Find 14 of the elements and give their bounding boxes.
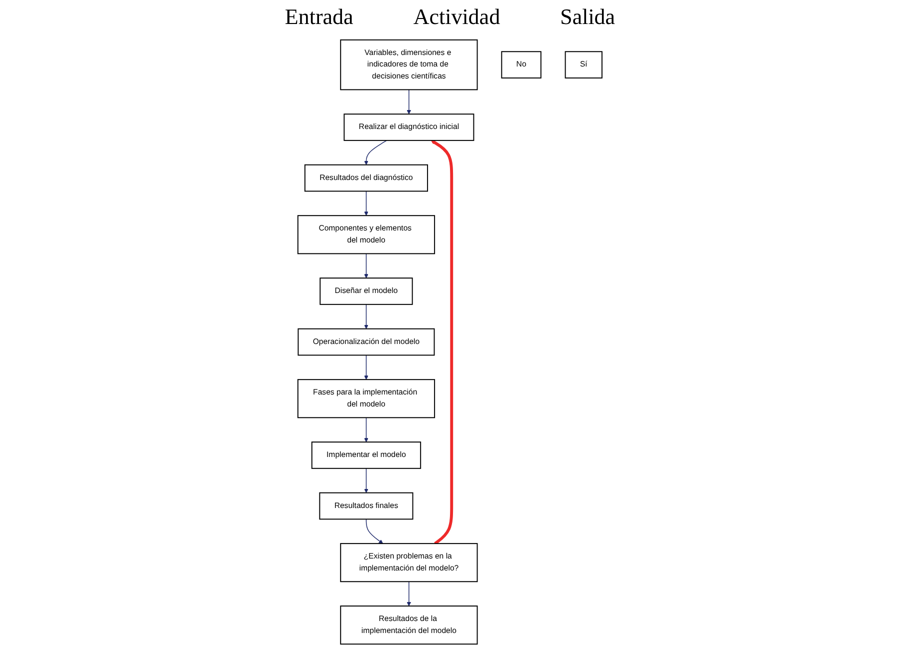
arrow — [364, 417, 368, 442]
column-heading: Actividad — [413, 4, 500, 30]
arrow — [364, 190, 368, 216]
column-heading: Entrada — [284, 4, 354, 30]
arrow — [406, 581, 412, 606]
arrow — [406, 89, 412, 114]
arrow — [364, 304, 368, 330]
column-heading: Salida — [560, 4, 616, 30]
arrow — [364, 354, 368, 380]
arrow — [364, 253, 368, 278]
arrow — [430, 140, 454, 545]
arrow — [366, 518, 384, 544]
arrow — [364, 140, 388, 166]
arrow — [364, 468, 368, 493]
